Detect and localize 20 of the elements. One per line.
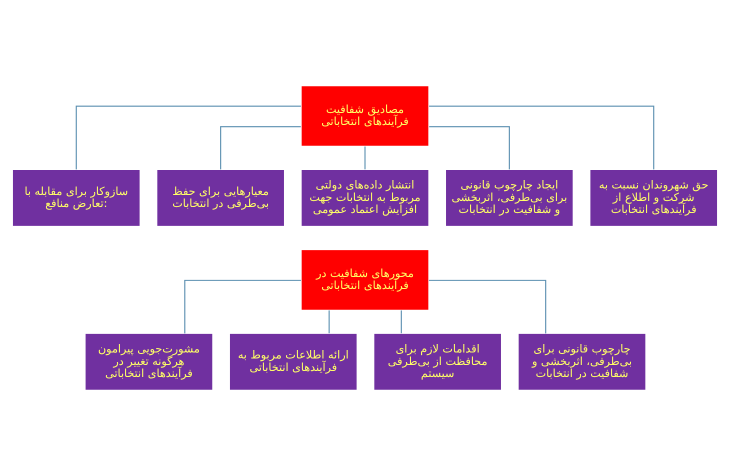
node-box: حق شهروندان نسبت به شرکت و اطلاع از فرآیندهای انتخابات <box>589 169 718 227</box>
node-box: اقدامات لازم برای محافظت از بی‌طرفی سیستم <box>373 333 502 391</box>
connector <box>429 106 654 170</box>
node-box: محورهای شفافیت در فرآیندهای انتخاباتی <box>300 249 430 311</box>
node-box: ایجاد چارچوب قانونی برای بی‌طرفی، اثربخشی و شفافیت در انتخابات <box>445 169 574 227</box>
connector <box>76 106 301 170</box>
connector <box>364 146 366 170</box>
node-box: سازوکار برای مقابله با تعارض منافع: <box>12 169 141 227</box>
connector <box>220 126 301 170</box>
connector <box>328 310 330 334</box>
node-box: مصادیق شفافیت فرآیندهای انتخاباتی <box>300 85 430 147</box>
node-box: چارچوب قانونی برای بی‌طرفی، اثربخشی و شفافیت در انتخابات <box>518 333 646 391</box>
node-box: معیارهایی برای حفظ بی‌طرفی در انتخابات <box>156 169 285 227</box>
connector <box>400 310 402 334</box>
connector <box>428 280 546 334</box>
node-box: ارائه اطلاعات مربوط به فرآیندهای انتخاباتی <box>229 333 358 391</box>
connector <box>429 126 510 170</box>
node-box: مشورت‌جویی پیرامون هرگونه تغییر در فرآیندهای انتخاباتی <box>84 333 214 391</box>
node-box: انتشار داده‌های دولتی مربوط به انتخابات جهت افزایش اعتماد عمومی <box>300 169 430 227</box>
connector <box>184 280 301 334</box>
